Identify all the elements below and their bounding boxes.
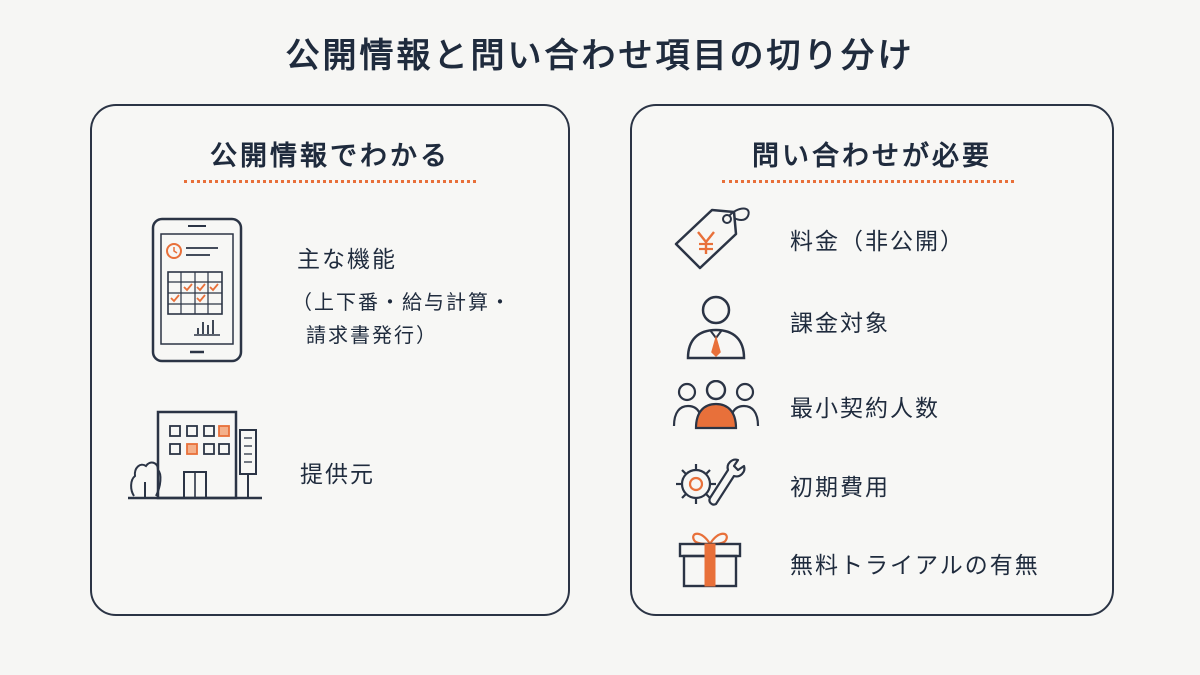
- minimum-users-label: 最小契約人数: [790, 396, 940, 422]
- feature-detail-line2: 請求書発行）: [306, 323, 438, 347]
- heading-dotted-underline: [722, 180, 1014, 183]
- user-group-icon: [672, 380, 760, 430]
- fee-label: 料金（非公開）: [790, 229, 965, 255]
- office-building-icon: [128, 406, 262, 502]
- page-title: 公開情報と問い合わせ項目の切り分け: [285, 36, 915, 76]
- inquiry-required-panel: 問い合わせが必要 料金（非公開） 課金対象: [630, 104, 1114, 616]
- public-info-panel: 公開情報でわかる: [90, 104, 570, 616]
- initial-cost-label: 初期費用: [790, 475, 890, 501]
- yen-price-tag-icon: [672, 202, 754, 276]
- tablet-schedule-icon: [150, 216, 244, 364]
- feature-label: 主な機能: [297, 247, 397, 273]
- inquiry-required-heading: 問い合わせが必要: [752, 141, 992, 172]
- billing-target-label: 課金対象: [790, 311, 890, 337]
- gift-box-icon: [676, 526, 744, 588]
- businessperson-icon: [684, 292, 748, 360]
- heading-dotted-underline: [184, 180, 476, 183]
- feature-detail-line1: （上下番・給与計算・: [292, 290, 512, 314]
- free-trial-label: 無料トライアルの有無: [790, 553, 1040, 579]
- gear-wrench-icon: [672, 454, 752, 512]
- provider-label: 提供元: [300, 462, 375, 488]
- public-info-heading: 公開情報でわかる: [210, 141, 450, 172]
